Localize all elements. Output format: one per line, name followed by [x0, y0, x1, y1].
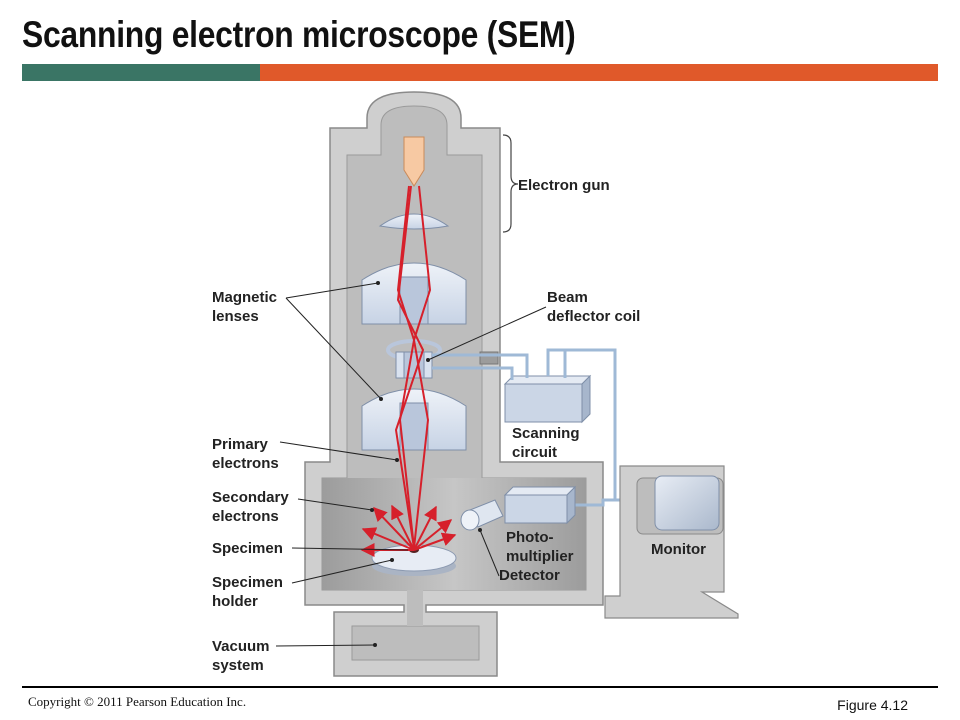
label-secondary-electrons-line1: Secondary: [212, 489, 289, 506]
figure-number: Figure 4.12: [837, 697, 908, 713]
slide-title: Scanning electron microscope (SEM): [22, 14, 576, 55]
label-beam-deflector-line2: deflector coil: [547, 308, 640, 325]
label-vacuum-system-line1: Vacuum: [212, 638, 270, 655]
primary-electron-beam: [394, 185, 432, 549]
title-accent-bar-right: [260, 64, 938, 81]
monitor: [604, 465, 739, 619]
label-photomultiplier-line2: multiplier: [506, 548, 574, 565]
label-photomultiplier-line1: Photo-: [506, 529, 553, 546]
label-beam-deflector-line1: Beam: [547, 289, 588, 306]
footer-divider: [22, 686, 938, 688]
label-scanning-circuit-line1: Scanning: [512, 425, 580, 442]
label-detector: Detector: [499, 567, 560, 584]
label-secondary-electrons-line2: electrons: [212, 508, 279, 525]
label-scanning-circuit-line2: circuit: [512, 444, 557, 461]
title-accent-bar-left: [22, 64, 260, 81]
electron-gun-bracket: [502, 134, 519, 233]
label-specimen-holder-line2: holder: [212, 593, 258, 610]
magnetic-lens-upper: [361, 262, 467, 325]
label-primary-electrons-line1: Primary: [212, 436, 269, 453]
copyright-notice: Copyright © 2011 Pearson Education Inc.: [28, 694, 247, 709]
electron-gun: [378, 136, 450, 230]
label-monitor: Monitor: [651, 541, 706, 558]
label-magnetic-lenses-line1: Magnetic: [212, 289, 277, 306]
scanning-circuit: [503, 374, 592, 424]
magnetic-lens-lower: [361, 388, 467, 451]
label-vacuum-system-line2: system: [212, 657, 264, 674]
label-specimen: Specimen: [212, 540, 283, 557]
leader-dots: [370, 281, 482, 647]
label-primary-electrons-line2: electrons: [212, 455, 279, 472]
label-magnetic-lenses-line2: lenses: [212, 308, 259, 325]
photomultiplier: [503, 485, 577, 525]
detector: [460, 499, 504, 531]
label-specimen-holder-line1: Specimen: [212, 574, 283, 591]
label-leader-lines: [275, 282, 547, 647]
label-electron-gun: Electron gun: [518, 177, 610, 194]
